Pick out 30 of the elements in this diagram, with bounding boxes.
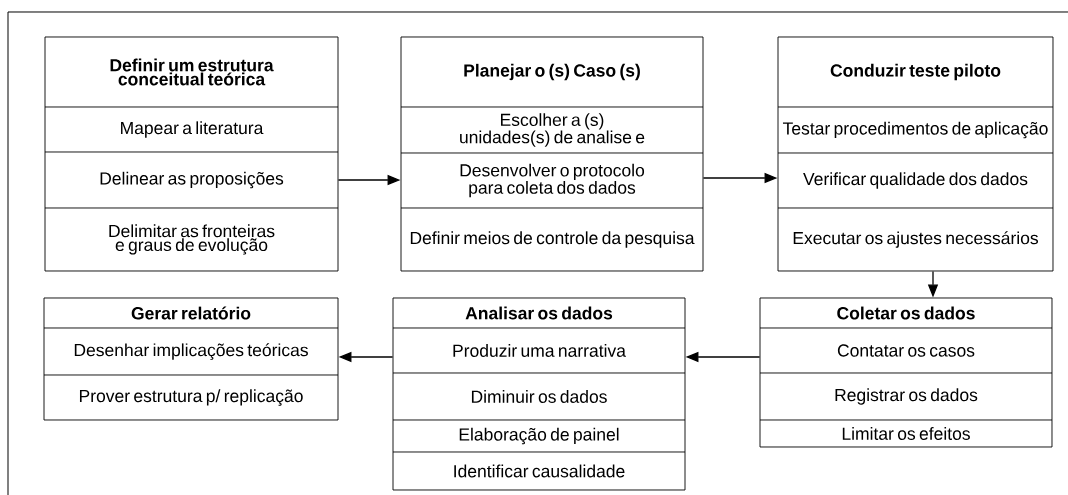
step-item: Desenhar implicações teóricas (74, 343, 308, 360)
step-item: Produzir uma narrativa (453, 344, 626, 357)
step-item: Prover estrutura p/ replicação (79, 389, 303, 406)
process-table (43, 297, 339, 421)
step-heading: Gerar relatório (131, 306, 251, 320)
process-table (759, 297, 1053, 448)
step-heading: Definir um estrutura conceitual teórica (110, 58, 274, 86)
step-heading: Coletar os dados (837, 306, 975, 320)
step-item: Delinear as proposições (100, 171, 284, 189)
step-heading: Analisar os dados (465, 306, 613, 320)
step-item: Testar procedimentos de aplicação (782, 121, 1048, 139)
step-item: Registrar os dados (835, 388, 978, 405)
step-item: Limitar os efeitos (842, 427, 970, 440)
step-item: Verificar qualidade dos dados (803, 172, 1028, 189)
step-item: Desenvolver o protocolo para coleta dos dados (460, 163, 645, 198)
step-item: Contatar os casos (837, 344, 975, 357)
step-item: Escolher a (s) unidades(s) de analise e (460, 113, 645, 147)
step-item: Elaboração de painel (459, 427, 619, 445)
step-item: Identificar causalidade (454, 464, 625, 478)
step-item: Delimitar as fronteiras e graus de evolução (109, 224, 275, 255)
step-item: Diminuir os dados (471, 390, 607, 403)
step-heading: Conduzir teste piloto (830, 63, 1001, 81)
step-item: Mapear a literatura (121, 121, 264, 138)
step-item: Definir meios de controle da pesquisa (410, 231, 695, 248)
process-table (777, 36, 1054, 272)
step-heading: Planejar o (s) Caso (s) (464, 63, 640, 81)
process-table (44, 36, 339, 272)
process-table (400, 36, 704, 272)
step-item: Executar os ajustes necessários (793, 231, 1038, 248)
process-table (392, 297, 686, 491)
